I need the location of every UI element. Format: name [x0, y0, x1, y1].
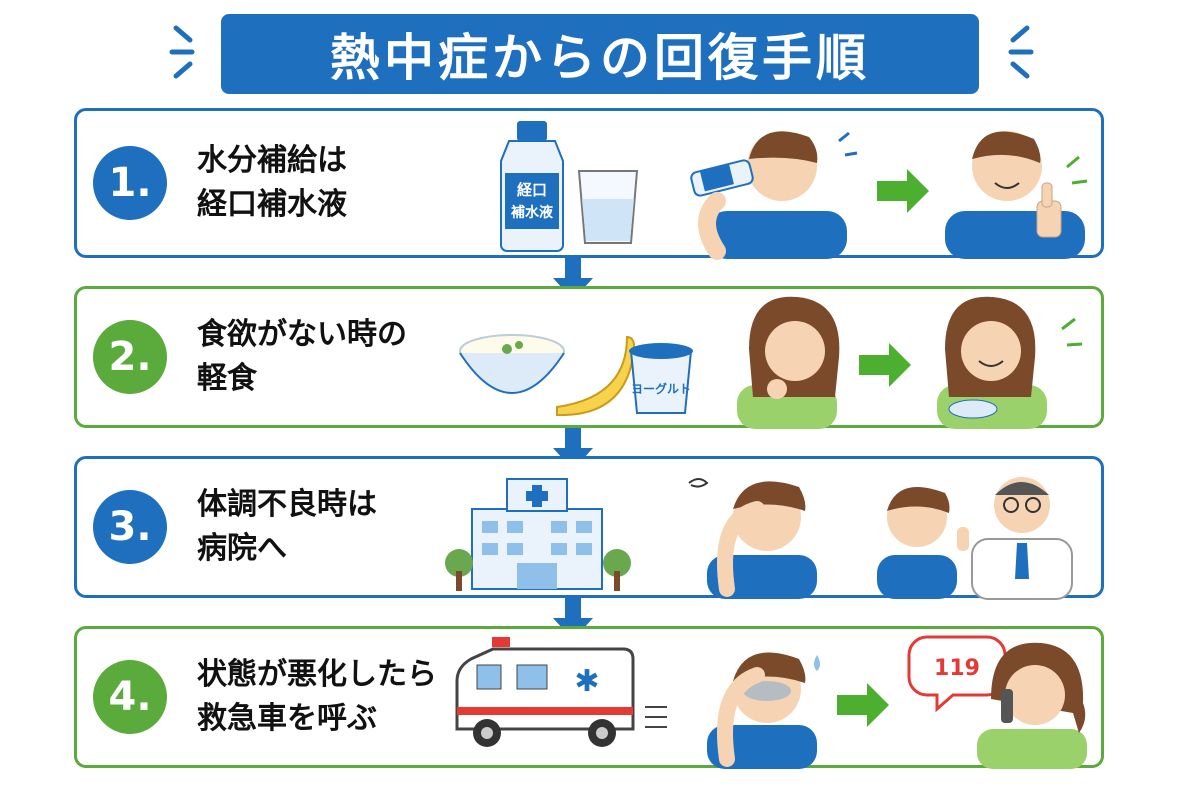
- person-headache-icon: [688, 478, 817, 599]
- water-bottle-icon: 経口 補水液: [500, 121, 564, 252]
- down-arrow-icon: [553, 258, 593, 300]
- person-drinking-icon: [690, 131, 858, 260]
- step-card-3: 3. 体調不良時は 病院へ: [74, 456, 1104, 600]
- banana-icon: [556, 335, 636, 417]
- step-number-1: 1.: [93, 146, 167, 220]
- step-label-line: 経口補水液: [197, 187, 347, 222]
- sparkle-right-icon: [1008, 25, 1034, 79]
- step-label-line: 状態が悪化したら: [197, 657, 437, 692]
- page-title: 熱中症からの回復手順: [221, 14, 979, 94]
- down-arrow-icon: [553, 428, 593, 470]
- step-card-1: 1. 水分補給は 経口補水液 経口 補水液: [74, 108, 1104, 260]
- down-arrow-icon: [553, 598, 593, 640]
- bottle-label-1: 経口: [517, 181, 547, 199]
- sparkle-left-icon: [169, 25, 195, 79]
- step-label-line: 軽食: [197, 361, 257, 396]
- thumbs-up-icon: [945, 131, 1088, 259]
- phone-bubble-text: 119: [934, 656, 980, 681]
- bottle-label-2: 補水液: [510, 204, 554, 221]
- step-number-4: 4.: [93, 660, 167, 734]
- step-label-line: 救急車を呼ぶ: [197, 701, 377, 736]
- arrow-right-icon: [877, 169, 929, 213]
- step-number-2: 2.: [93, 320, 167, 394]
- step-label-4: 状態が悪化したら 救急車を呼ぶ: [197, 653, 437, 741]
- glass-icon: [577, 170, 639, 244]
- step-label-1: 水分補給は 経口補水液: [197, 139, 437, 227]
- step-label-2: 食欲がない時の 軽食: [197, 313, 437, 401]
- person-thinking-icon: [737, 296, 840, 429]
- arrow-right-icon: [837, 683, 889, 727]
- rice-porridge-icon: [459, 334, 565, 394]
- step-label-3: 体調不良時は 病院へ: [197, 483, 437, 571]
- doctor-icon: [877, 477, 1073, 600]
- step-card-4: 4. 状態が悪化したら 救急車を呼ぶ ✱: [74, 626, 1104, 769]
- step-label-line: 病院へ: [197, 531, 287, 566]
- hospital-icon: [445, 478, 631, 591]
- yogurt-label: ヨーグルト: [631, 381, 691, 396]
- step-label-line: 食欲がない時の: [197, 317, 407, 352]
- person-sick-icon: [707, 652, 820, 769]
- yogurt-icon: ヨーグルト: [629, 343, 693, 414]
- arrow-right-icon: [859, 343, 911, 387]
- step-label-line: 体調不良時は: [197, 487, 377, 522]
- phone-icon: 119: [907, 635, 1087, 769]
- svg-text:✱: ✱: [574, 664, 599, 699]
- person-eating-icon: [937, 296, 1083, 429]
- step-label-line: 水分補給は: [197, 143, 347, 178]
- ambulance-icon: ✱: [455, 637, 667, 747]
- step-number-3: 3.: [93, 490, 167, 564]
- step-card-2: 2. 食欲がない時の 軽食 ヨーグルト: [74, 286, 1104, 429]
